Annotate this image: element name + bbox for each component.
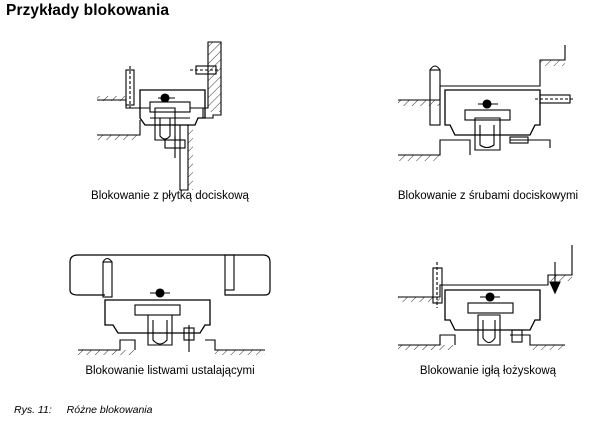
caption-clamping-plate: Blokowanie z płytką dociskową <box>91 190 249 202</box>
figure-title: Różne blokowania <box>66 404 153 416</box>
fig-bearing-needle <box>398 245 573 350</box>
caption-bearing-needle: Blokowanie igłą łożyskową <box>419 365 557 377</box>
fig-pressure-screws <box>398 45 575 161</box>
caption-pressure-screws: Blokowanie z śrubami dociskowymi <box>397 190 579 202</box>
page-title: Przykłady blokowania <box>6 2 170 19</box>
figure-number: Rys. 11: <box>14 404 52 416</box>
fig-locating-strips <box>69 254 271 355</box>
figure-caption: Rys. 11: Różne blokowania <box>14 404 164 416</box>
fig-clamping-plate <box>97 41 222 191</box>
caption-locating-strips: Blokowanie listwami ustalającymi <box>85 365 255 377</box>
